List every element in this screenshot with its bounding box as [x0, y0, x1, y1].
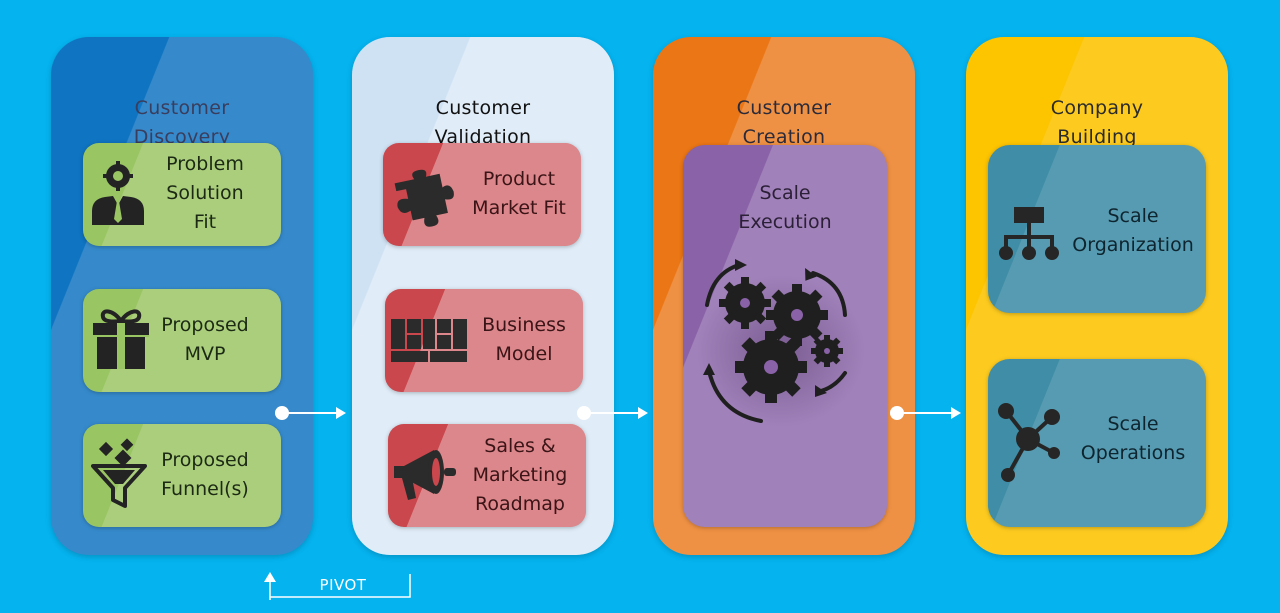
puzzle-piece-icon: [394, 169, 454, 227]
stage-title: Customer Discovery: [133, 97, 231, 148]
card-product-market-fit: Product Market Fit: [383, 143, 581, 246]
card-label: Problem Solution Fit: [166, 153, 244, 233]
pivot-label: PIVOT: [319, 576, 367, 594]
connector-arrow-3: [890, 406, 961, 420]
business-model-canvas-icon: [391, 319, 467, 362]
card-label: Business Model: [482, 314, 566, 365]
card-label: Scale Organization: [1072, 205, 1194, 256]
stage-customer-discovery: Customer Discovery Problem Solution Fit: [51, 37, 313, 555]
gift-icon: [93, 309, 149, 369]
pivot-arrow: [264, 572, 411, 600]
card-scale-organization: Scale Organization: [988, 145, 1206, 313]
stage-title: Customer Creation: [736, 97, 832, 148]
megaphone-icon: [394, 450, 456, 500]
card-scale-execution: Scale Execution: [683, 145, 887, 527]
card-scale-operations: Scale Operations: [988, 359, 1206, 527]
card-problem-solution-fit: Problem Solution Fit: [83, 143, 281, 246]
businessman-gear-icon: [92, 161, 144, 225]
network-nodes-icon: [998, 403, 1060, 482]
card-sales-marketing-roadmap: Sales & Marketing Roadmap: [388, 424, 586, 527]
stage-title: Customer Validation: [434, 97, 532, 148]
card-label: Scale Operations: [1080, 413, 1186, 464]
card-label: Proposed MVP: [161, 314, 249, 365]
connector-arrow-2: [577, 406, 648, 420]
stage-customer-creation: Customer Creation Scale Execution: [653, 37, 915, 555]
card-business-model: Business Model: [385, 289, 583, 392]
stage-company-building: Company Building Scale Organization: [966, 37, 1228, 555]
card-proposed-funnels: Proposed Funnel(s): [83, 424, 281, 527]
stage-title: Company Building: [1050, 97, 1144, 148]
connector-arrow-1: [275, 406, 346, 420]
card-label: Sales & Marketing Roadmap: [472, 435, 568, 515]
funnel-icon: [91, 438, 147, 508]
card-label: Proposed Funnel(s): [161, 449, 249, 500]
card-label: Product Market Fit: [472, 168, 566, 219]
card-label: Scale Execution: [738, 182, 832, 233]
gears-cycle-icon: [697, 259, 865, 427]
card-proposed-mvp: Proposed MVP: [83, 289, 281, 392]
org-chart-icon: [999, 207, 1059, 260]
stage-customer-validation: Customer Validation Product Market Fit B…: [352, 37, 614, 555]
